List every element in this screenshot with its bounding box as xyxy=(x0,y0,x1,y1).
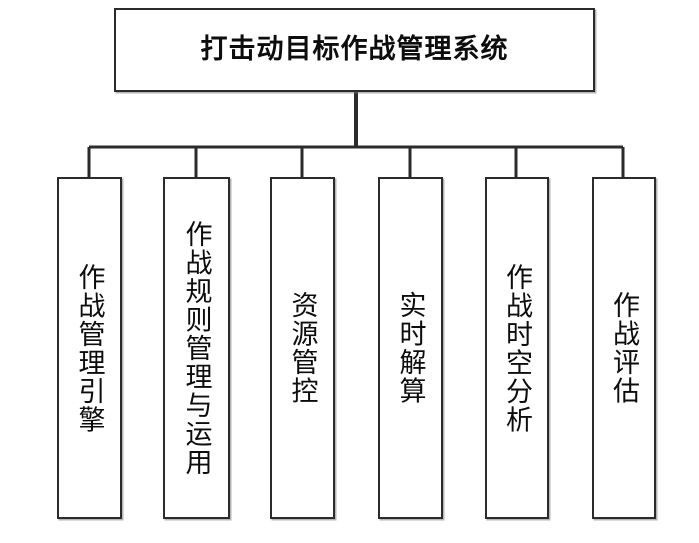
child-node-4-label: 实时解算 xyxy=(395,291,426,405)
child-node-3-label: 资源管控 xyxy=(287,291,318,405)
child-node-4[interactable]: 实时解算 xyxy=(378,177,443,519)
child-node-1-label: 作战管理引擎 xyxy=(74,262,105,434)
child-node-2-label: 作战规则管理与运用 xyxy=(181,219,212,477)
child-node-1[interactable]: 作战管理引擎 xyxy=(57,177,122,519)
child-node-5-label: 作战时空分析 xyxy=(502,262,533,434)
child-node-5[interactable]: 作战时空分析 xyxy=(485,177,549,519)
child-node-6[interactable]: 作战评估 xyxy=(592,177,656,519)
child-node-3[interactable]: 资源管控 xyxy=(270,177,335,519)
root-node-label: 打击动目标作战管理系统 xyxy=(200,34,509,65)
root-node[interactable]: 打击动目标作战管理系统 xyxy=(114,8,595,92)
child-node-2[interactable]: 作战规则管理与运用 xyxy=(163,177,230,519)
child-node-6-label: 作战评估 xyxy=(609,291,640,405)
